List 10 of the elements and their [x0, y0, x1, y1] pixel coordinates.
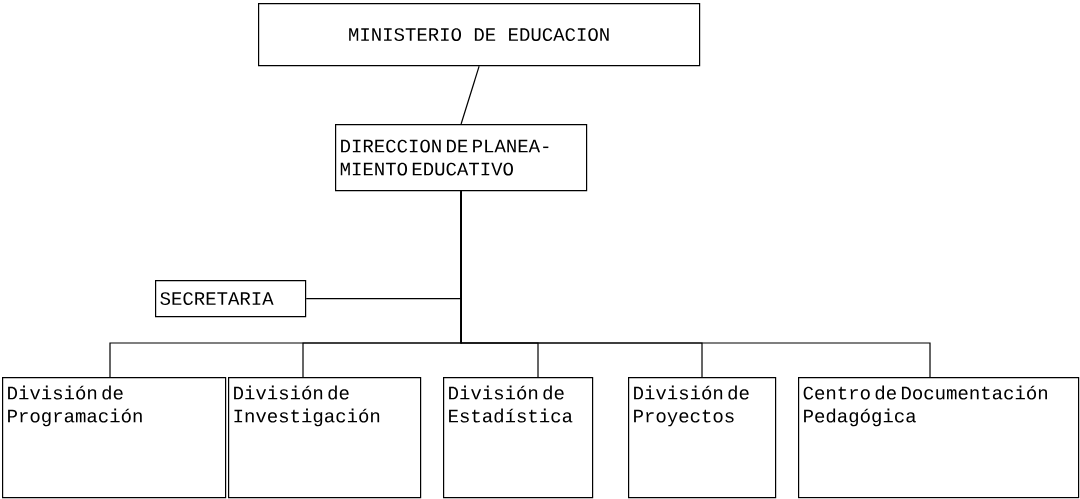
- secretariat-box: SECRETARIA: [155, 280, 307, 318]
- connector-line: [460, 65, 480, 125]
- ministry-box: MINISTERIO DE EDUCACION: [258, 3, 701, 67]
- directorate-box: DIRECCION DE PLANEA- MIENTO EDUCATIVO: [335, 124, 588, 192]
- division-box: División de Programación: [2, 377, 227, 499]
- division-box: Centro de Documentación Pedagógica: [798, 377, 1080, 499]
- division-box: División de Estadística: [443, 377, 594, 499]
- division-box: División de Investigación: [228, 377, 422, 499]
- connector-line: [460, 190, 931, 378]
- division-box: División de Proyectos: [628, 377, 777, 499]
